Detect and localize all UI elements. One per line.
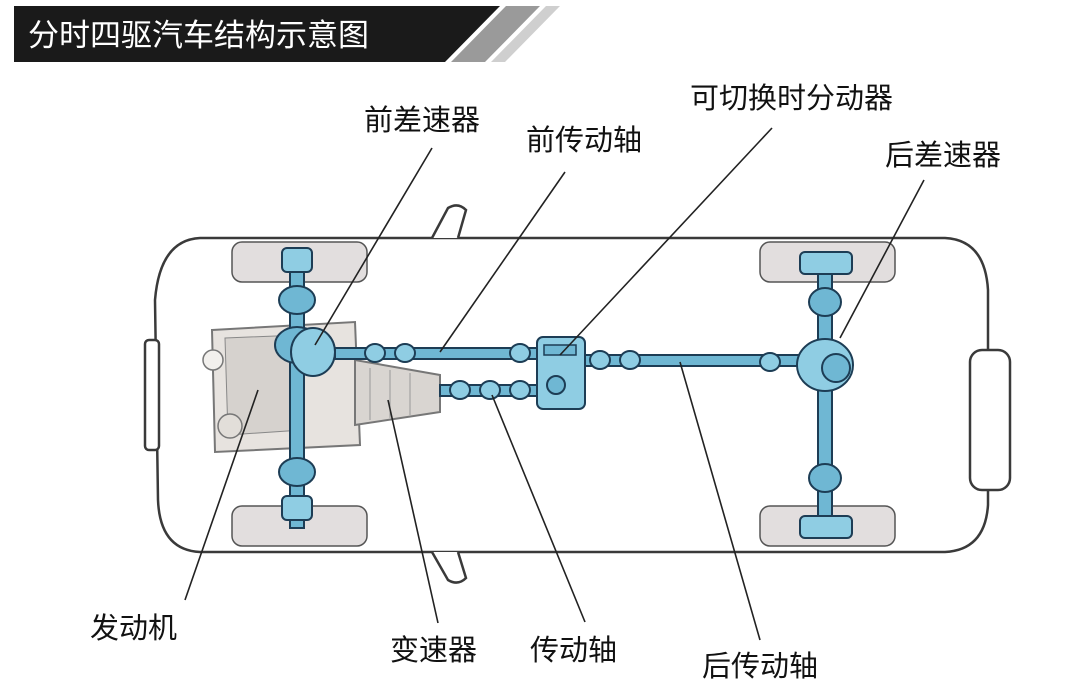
middle-drive-shaft	[439, 380, 541, 400]
leader-gearbox	[387, 399, 439, 624]
front-drive-shaft	[334, 343, 541, 363]
front-axle	[274, 247, 336, 529]
leader-lines	[184, 127, 925, 641]
leader-front-diff	[314, 147, 433, 346]
label-engine: 发动机	[90, 611, 177, 645]
rear-axle	[796, 251, 854, 539]
label-drive-shaft: 传动轴	[530, 633, 617, 667]
leader-transfer-case	[559, 127, 773, 356]
leader-engine	[184, 389, 259, 601]
title-banner: 分时四驱汽车结构示意图	[14, 6, 560, 62]
leader-drive-shaft	[491, 394, 586, 623]
label-rear-diff: 后差速器	[885, 138, 1001, 172]
label-front-shaft: 前传动轴	[526, 123, 642, 157]
page-title: 分时四驱汽车结构示意图	[28, 18, 369, 54]
leader-rear-diff	[839, 179, 925, 339]
leader-rear-shaft	[679, 361, 761, 641]
transfer-case	[536, 336, 586, 410]
label-gearbox: 变速器	[390, 633, 477, 667]
leader-front-shaft	[439, 171, 566, 353]
label-front-diff: 前差速器	[364, 103, 480, 137]
labels: 前差速器 前传动轴 可切换时分动器 后差速器 发动机 变速器 传动轴 后传动轴	[90, 81, 1001, 683]
label-rear-shaft: 后传动轴	[702, 649, 818, 683]
label-transfer-case: 可切换时分动器	[690, 81, 893, 115]
